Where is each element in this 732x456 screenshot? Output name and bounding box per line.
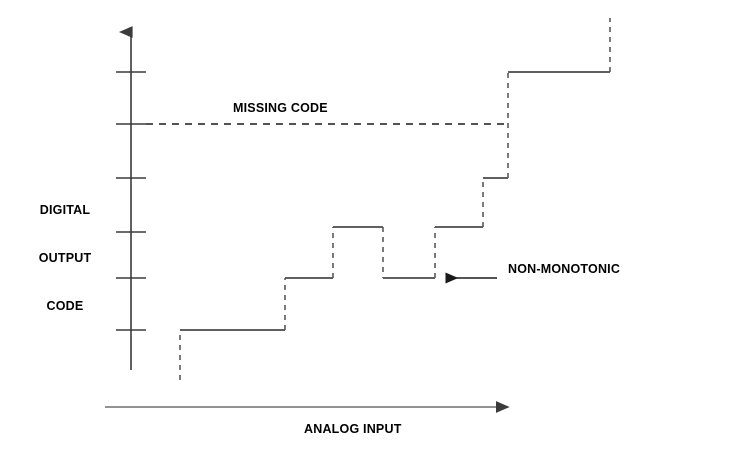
- y-axis-ticks: [116, 71, 146, 331]
- missing-code-label: MISSING CODE: [233, 101, 328, 115]
- non-monotonic-label: NON-MONOTONIC: [508, 262, 621, 276]
- staircase-risers: [179, 18, 611, 380]
- x-axis-label: ANALOG INPUT: [304, 422, 402, 436]
- staircase-treads: [180, 71, 610, 331]
- y-axis: [116, 26, 146, 370]
- y-axis-label-line-3: CODE: [46, 299, 84, 313]
- y-axis-label: DIGITAL OUTPUT CODE: [22, 170, 108, 330]
- y-axis-label-line-2: OUTPUT: [38, 251, 92, 265]
- y-axis-label-line-1: DIGITAL: [39, 203, 91, 217]
